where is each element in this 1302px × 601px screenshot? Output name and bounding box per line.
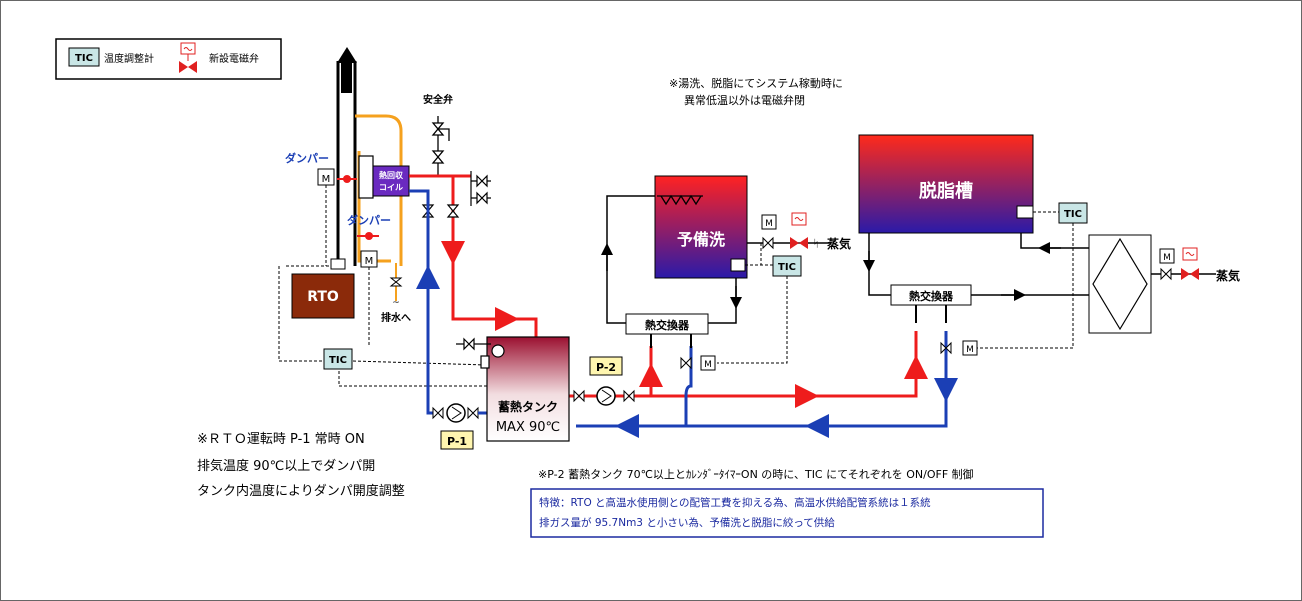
safety-valve-icon: [431, 116, 450, 176]
legend-tic-desc: 温度調整計: [104, 52, 154, 65]
heat-recovery-label-1: 熱回収: [379, 170, 404, 180]
damper-top-label: ダンパー: [285, 151, 329, 165]
cold-water-line: [409, 189, 948, 428]
damper-top-motor-label: M: [322, 174, 331, 185]
damper-mid-icon: [365, 232, 373, 240]
pump-p2-icon: [573, 386, 635, 406]
note-left-3: タンク内温度によりダンパ開度調整: [197, 483, 405, 499]
pre-wash-steam-label: 蒸気: [827, 236, 851, 251]
degrease-valve-m: M: [1163, 253, 1171, 263]
svg-text:ᛋ: ᛋ: [813, 238, 819, 250]
heat-recovery-label-2: コイル: [379, 183, 403, 192]
p1-label: P-1: [447, 435, 467, 448]
pump-p1-icon: [432, 403, 487, 423]
drain-tilde: ~: [392, 298, 400, 308]
exhaust-arrow-icon: [337, 47, 357, 63]
heat-exchanger-1-label: 熱交換器: [645, 318, 690, 332]
degrease-control-m: M: [966, 345, 974, 355]
tank-top-valve: [456, 337, 505, 369]
feature-line-1: 特徴：RTO と高温水使用側との配管工費を抑える為、高温水供給配管系統は１系統: [539, 496, 931, 509]
exhaust-stack: [336, 47, 357, 266]
degrease-control-valve: M: [940, 340, 978, 356]
pre-wash-label: 予備洗: [677, 230, 725, 249]
tic-rto: [323, 348, 353, 370]
damper-top-icon: [343, 175, 351, 183]
legend-valve-desc: 新設電磁弁: [209, 52, 259, 65]
legend-tic-symbol: [68, 47, 100, 67]
degrease-steam-label: 蒸気: [1216, 268, 1240, 283]
plate-heat-exchanger: [1088, 234, 1152, 334]
tic-degrease-label: TIC: [1064, 209, 1082, 220]
rto-unit: [291, 273, 355, 319]
pre-wash-steam-line: M ᛋ: [747, 212, 831, 250]
pre-wash-control-m: M: [704, 360, 712, 370]
tic-pre-wash-label: TIC: [778, 262, 796, 273]
feature-line-2: 排ガス量が 95.7Nm3 と小さい為、予備洗と脱脂に絞って供給: [539, 516, 835, 529]
storage-tank-label: 蓄熱タンク: [498, 399, 558, 414]
p2-label: P-2: [596, 361, 616, 374]
pre-wash-valve-m: M: [765, 219, 773, 229]
coil-bypass-valves: [421, 171, 491, 218]
drain-valve-icon: [389, 263, 403, 301]
drain-label: 排水へ: [381, 311, 411, 324]
control-lines-pre-wash: [717, 243, 788, 364]
damper-mid-label: ダンパー: [347, 213, 391, 227]
heat-recovery-coil: [372, 165, 410, 197]
pre-wash-control-valve: M: [650, 334, 716, 371]
degrease-tank: [858, 134, 1034, 234]
note-top-2: 異常低温以外は電磁弁閉: [684, 93, 805, 107]
p1-tag: [440, 430, 474, 450]
legend-tic-label: TIC: [75, 53, 93, 64]
p2-tag: [589, 356, 623, 376]
degrease-label: 脱脂槽: [919, 180, 973, 202]
tic-rto-label: TIC: [329, 355, 347, 366]
control-lines-degrease: [977, 211, 1074, 349]
legend: TIC 温度調整計 新設電磁弁: [55, 38, 282, 80]
control-lines-left: [278, 185, 488, 387]
note-left-1: ※ＲＴＯ運転時 P-1 常時 ON: [197, 432, 365, 447]
heat-exchanger-2: [890, 284, 972, 306]
note-bottom: ※P-2 蓄熱タンク 70℃以上とｶﾚﾝﾀﾞｰﾀｲﾏｰON の時に、TIC にて…: [538, 467, 974, 481]
storage-tank-max: MAX 90℃: [496, 420, 560, 435]
degrease-steam-line: M: [1151, 247, 1216, 281]
feature-box: [530, 488, 1044, 538]
heat-exchanger-1: [625, 313, 709, 335]
safety-valve-label: 安全弁: [423, 93, 453, 106]
note-top-1: ※湯洗、脱脂にてシステム稼動時に: [669, 76, 843, 90]
damper-mid-motor-label: M: [365, 256, 374, 267]
note-left-2: 排気温度 90℃以上でダンパ開: [197, 458, 375, 474]
rto-label: RTO: [307, 289, 339, 305]
heat-exchanger-2-label: 熱交換器: [909, 289, 954, 303]
legend-solenoid-valve-icon: [179, 42, 197, 73]
